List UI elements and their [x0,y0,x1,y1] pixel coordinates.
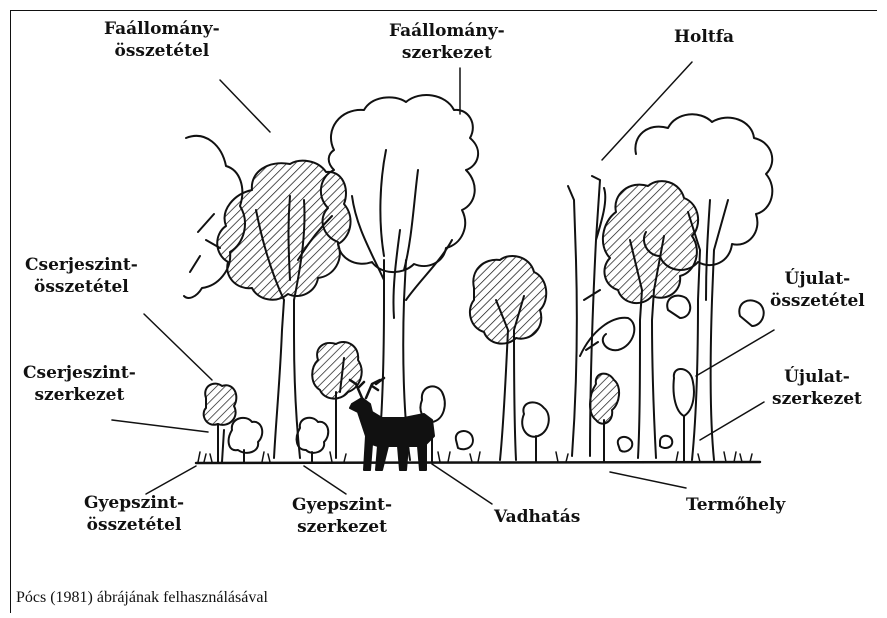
label-line: szerkezet [772,388,862,410]
source-caption: Pócs (1981) ábrájának felhasználásával [16,589,268,607]
label-line: Gyepszint- [84,492,184,514]
label-line: Holtfa [674,26,734,48]
pointer-ujulat-osszetetel [696,330,774,376]
pointer-faallomany-osszetetel [220,80,270,132]
shrub-left-3 [297,418,329,462]
label-gyepszint-osszetetel: Gyepszint- összetétel [84,492,184,536]
shrub-left-2 [229,418,263,462]
label-line: szerkezet [292,516,392,538]
label-line: összetétel [25,276,138,298]
label-line: Gyepszint- [292,494,392,516]
label-holtfa: Holtfa [674,26,734,48]
label-line: szerkezet [23,384,136,406]
tree-trunk-left [274,300,300,458]
tree-crown-hatched-small [312,342,361,399]
tree-crown-hatched-right [603,181,698,303]
label-faallomany-szerkezet: Faállomány- szerkezet [389,20,505,64]
label-cserjeszint-szerkezet: Cserjeszint- szerkezet [23,362,136,406]
grass [198,452,752,462]
label-line: Faállomány- [104,18,220,40]
label-line: Újulat- [770,268,865,290]
label-termohely: Termőhely [686,494,785,516]
label-line: összetétel [84,514,184,536]
sapling-right [673,369,693,462]
label-ujulat-szerkezet: Újulat- szerkezet [772,366,862,410]
label-line: Vadhatás [494,506,580,528]
label-line: Cserjeszint- [25,254,138,276]
label-line: Termőhely [686,494,785,516]
label-ujulat-osszetetel: Újulat- összetétel [770,268,865,312]
label-cserjeszint-osszetetel: Cserjeszint- összetétel [25,254,138,298]
tree-crown-hatched-left [217,161,350,300]
label-line: Újulat- [772,366,862,388]
pointer-gyepszint-szerkezet [304,466,346,494]
label-line: összetétel [770,290,865,312]
label-faallomany-osszetetel: Faállomány- összetétel [104,18,220,62]
shrub-hatched-right [590,374,619,424]
pointer-cserjeszint-szerkezet [112,420,208,432]
pointer-termohely [610,472,686,488]
label-line: Cserjeszint- [23,362,136,384]
shrub-hatched-left [204,384,237,425]
pointer-holtfa [602,62,692,160]
label-line: szerkezet [389,42,505,64]
label-vadhatas: Vadhatás [494,506,580,528]
pointer-vadhatas [432,464,492,504]
pointer-ujulat-szerkezet [700,402,764,440]
label-line: összetétel [104,40,220,62]
pointer-cserjeszint-osszetetel [144,314,212,380]
label-gyepszint-szerkezet: Gyepszint- szerkezet [292,494,392,538]
pointer-gyepszint-osszetetel [146,466,196,494]
label-line: Faállomány- [389,20,505,42]
